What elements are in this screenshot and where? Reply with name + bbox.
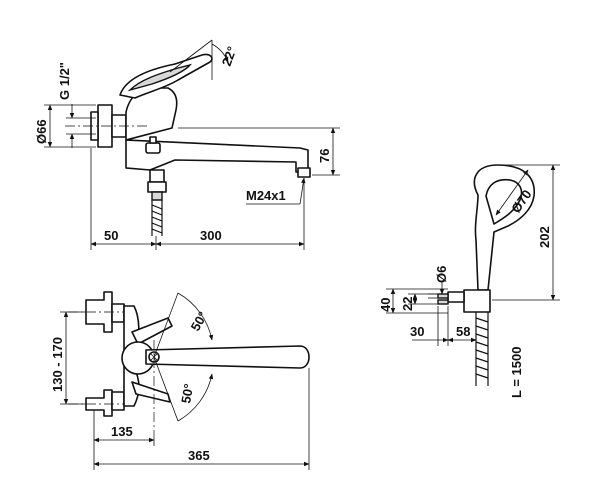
- top-connector-lower: [85, 389, 113, 417]
- label-range-130-170: 130 - 170: [50, 337, 65, 392]
- label-len-135: 135: [111, 424, 133, 439]
- label-thread-g12: G 1/2": [57, 62, 72, 100]
- side-view: 22° G 1/2" Ø66 76 M24x1 50 300: [34, 39, 340, 250]
- label-height-76: 76: [317, 149, 332, 163]
- label-dia-66: Ø66: [34, 119, 49, 144]
- label-h-22: 22: [400, 297, 415, 311]
- side-spout: [125, 139, 309, 173]
- top-spout: [145, 345, 310, 369]
- label-len-58: 58: [456, 324, 470, 339]
- side-diverter-knob: [145, 142, 161, 154]
- shower-hose: [475, 312, 489, 386]
- label-len-365: 365: [188, 448, 210, 463]
- shower-holder: [463, 289, 491, 313]
- label-angle-50-top: 50°: [188, 309, 211, 334]
- label-height-202: 202: [537, 226, 552, 248]
- label-angle-50-bottom: 50°: [178, 383, 196, 405]
- label-h-40: 40: [378, 298, 393, 312]
- label-len-300: 300: [200, 228, 222, 243]
- label-thread-m24: M24x1: [246, 188, 286, 203]
- label-len-30: 30: [410, 324, 424, 339]
- side-hose: [151, 200, 163, 236]
- label-len-50: 50: [104, 228, 118, 243]
- label-hose-length: L = 1500: [509, 347, 524, 398]
- label-angle-22: 22°: [219, 44, 240, 68]
- top-view: 50° 50° 130 - 170 135 365: [50, 291, 310, 470]
- label-dia-6: Ø6: [434, 266, 449, 283]
- side-shower-outlet: [149, 169, 165, 183]
- side-aerator: [297, 167, 311, 178]
- shower-head-view: Ø70 202 Ø6 40 22 30 58 L = 1500: [378, 164, 560, 398]
